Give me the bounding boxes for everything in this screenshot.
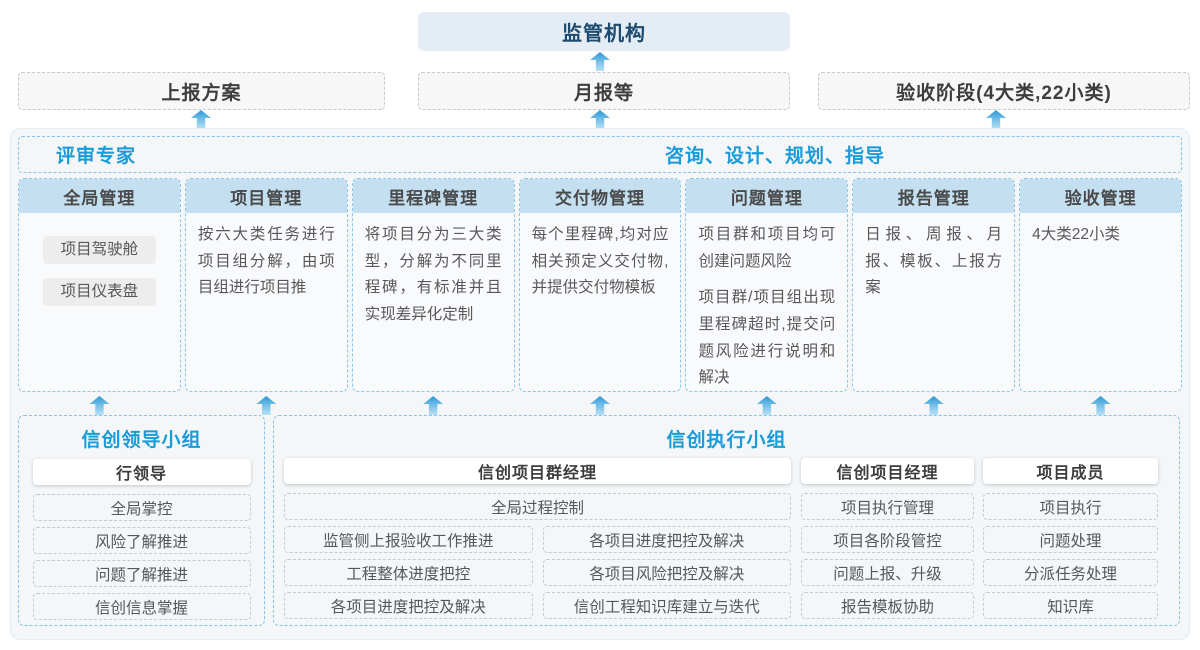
report-monthly-label: 月报等	[573, 82, 634, 104]
column-body: 按六大类任务进行项目组分解，由项目组进行项目推	[186, 213, 347, 320]
column-text: 项目群和项目均可创建问题风险	[698, 226, 836, 270]
review-experts-label: 评审专家	[56, 146, 137, 167]
project-member-column: 项目成员 项目执行 问题处理 分派任务处理 知识库	[983, 458, 1158, 625]
column-report-mgmt: 报告管理 日报、周报、月报、模板、上报方案	[852, 178, 1016, 392]
column-header: 问题管理	[686, 179, 848, 213]
list-item: 问题上报、升级	[801, 559, 974, 586]
regulator-label: 监管机构	[562, 23, 646, 45]
arrow-up-icon	[590, 52, 610, 71]
list-item: 各项目风险把控及解决	[542, 559, 791, 586]
project-member-role: 项目成员	[983, 458, 1158, 484]
column-acceptance-mgmt: 验收管理 4大类22小类	[1019, 178, 1183, 392]
list-item: 全局掌控	[32, 494, 251, 521]
arrow-up-icon	[1090, 396, 1111, 415]
arrow-up-icon	[986, 110, 1006, 129]
capability-columns: 全局管理 项目驾驶舱 项目仪表盘 项目管理 按六大类任务进行项目组分解，由项目组…	[18, 178, 1183, 392]
program-manager-role: 信创项目群经理	[284, 458, 791, 484]
leading-group-title: 信创领导小组	[81, 430, 202, 451]
column-project-mgmt: 项目管理 按六大类任务进行项目组分解，由项目组进行项目推	[184, 178, 348, 392]
report-box-monthly: 月报等	[418, 72, 790, 110]
column-deliverable-mgmt: 交付物管理 每个里程碑,均对应相关预定义交付物,并提供交付物模板	[518, 178, 682, 392]
column-header: 交付物管理	[519, 179, 681, 213]
column-header: 全局管理	[19, 179, 180, 213]
column-milestone-mgmt: 里程碑管理 将项目分为三大类型，分解为不同里程碑，有标准并且实现差异化定制	[351, 178, 515, 392]
bank-leader-role: 行领导	[32, 459, 251, 485]
arrow-up-icon	[256, 396, 277, 415]
list-item: 全局过程控制	[284, 493, 791, 520]
list-item: 风险了解推进	[32, 527, 251, 554]
list-item: 问题了解推进	[32, 560, 251, 587]
list-item: 信创信息掌握	[32, 593, 251, 620]
project-manager-role: 信创项目经理	[801, 458, 974, 484]
advisor-band: 评审专家 咨询、设计、规划、指导	[18, 136, 1182, 173]
column-text: 项目群/项目组出现里程碑超时,提交问题风险进行说明和解决	[698, 289, 836, 387]
column-header: 里程碑管理	[352, 179, 514, 213]
column-body: 项目驾驶舱 项目仪表盘	[19, 213, 180, 314]
regulator-box: 监管机构	[418, 12, 790, 51]
group-to-column-arrows	[18, 396, 1182, 415]
column-text: 将项目分为三大类型，分解为不同里程碑，有标准并且实现差异化定制	[364, 226, 502, 323]
list-item: 项目执行	[983, 493, 1158, 520]
column-text: 4大类22小类	[1032, 226, 1121, 243]
column-text: 日报、周报、月报、模板、上报方案	[865, 226, 1003, 297]
column-header: 报告管理	[853, 179, 1015, 213]
cockpit-button: 项目驾驶舱	[43, 236, 156, 264]
column-issue-mgmt: 问题管理 项目群和项目均可创建问题风险 项目群/项目组出现里程碑超时,提交问题风…	[685, 178, 849, 392]
arrow-up-icon	[89, 396, 110, 415]
list-item: 项目执行管理	[801, 493, 974, 520]
report-acceptance-label: 验收阶段(4大类,22小类)	[896, 82, 1112, 104]
arrow-up-icon	[191, 110, 211, 129]
column-body: 日报、周报、月报、模板、上报方案	[853, 213, 1014, 320]
arrow-up-icon	[590, 110, 610, 129]
program-manager-column: 信创项目群经理 全局过程控制 监管侧上报验收工作推进 各项目进度把控及解决 工程…	[284, 458, 791, 625]
report-box-acceptance: 验收阶段(4大类,22小类)	[818, 72, 1190, 110]
column-header: 项目管理	[185, 179, 347, 213]
list-item: 各项目进度把控及解决	[284, 592, 533, 619]
execution-group: 信创执行小组 信创项目群经理 全局过程控制 监管侧上报验收工作推进 各项目进度把…	[273, 415, 1180, 626]
execution-group-title: 信创执行小组	[666, 430, 787, 451]
consulting-label: 咨询、设计、规划、指导	[665, 146, 886, 167]
list-item: 问题处理	[983, 526, 1158, 553]
arrow-up-icon	[756, 396, 777, 415]
report-box-plan: 上报方案	[18, 72, 385, 110]
leading-group: 信创领导小组 行领导 全局掌控 风险了解推进 问题了解推进 信创信息掌握	[18, 415, 265, 626]
column-body: 将项目分为三大类型，分解为不同里程碑，有标准并且实现差异化定制	[353, 213, 514, 347]
list-item: 分派任务处理	[983, 559, 1158, 586]
list-item: 信创工程知识库建立与迭代	[542, 592, 791, 619]
column-body: 每个里程碑,均对应相关预定义交付物,并提供交付物模板	[520, 213, 681, 320]
column-header: 验收管理	[1020, 179, 1182, 213]
column-global-mgmt: 全局管理 项目驾驶舱 项目仪表盘	[18, 178, 181, 392]
column-body: 4大类22小类	[1020, 213, 1181, 267]
program-manager-grid: 监管侧上报验收工作推进 各项目进度把控及解决 工程整体进度把控 各项目风险把控及…	[284, 526, 791, 625]
arrow-up-icon	[923, 396, 944, 415]
arrow-up-icon	[590, 396, 610, 415]
list-item: 各项目进度把控及解决	[542, 526, 791, 553]
list-item: 工程整体进度把控	[284, 559, 533, 586]
list-item: 知识库	[983, 592, 1158, 619]
arrow-up-icon	[423, 396, 444, 415]
report-plan-label: 上报方案	[161, 82, 242, 104]
project-manager-column: 信创项目经理 项目执行管理 项目各阶段管控 问题上报、升级 报告模板协助	[801, 458, 974, 625]
column-text: 按六大类任务进行项目组分解，由项目组进行项目推	[197, 226, 335, 297]
list-item: 报告模板协助	[801, 592, 974, 619]
dashboard-button: 项目仪表盘	[43, 278, 156, 306]
list-item: 项目各阶段管控	[801, 526, 974, 553]
column-text: 每个里程碑,均对应相关预定义交付物,并提供交付物模板	[531, 226, 669, 297]
list-item: 监管侧上报验收工作推进	[284, 526, 533, 553]
column-body: 项目群和项目均可创建问题风险 项目群/项目组出现里程碑超时,提交问题风险进行说明…	[686, 213, 847, 391]
